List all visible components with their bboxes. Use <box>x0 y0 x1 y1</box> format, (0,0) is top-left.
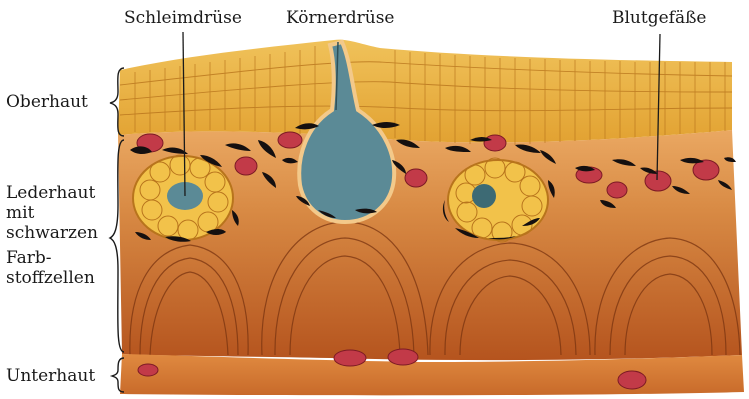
schleimdruese-gland-right <box>448 158 548 242</box>
label-schleimdruese: Schleimdrüse <box>124 8 242 28</box>
schleimdruese-gland-left <box>133 155 233 240</box>
label-unterhaut: Unterhaut <box>6 366 95 386</box>
label-lederhaut-line2: mit <box>6 203 34 223</box>
label-lederhaut-line3: schwarzen <box>6 223 98 243</box>
label-lederhaut-line1: Lederhaut <box>6 183 95 203</box>
label-koernerdruese: Körnerdrüse <box>286 8 394 28</box>
label-blutgefaesse: Blutgefäße <box>612 8 707 28</box>
label-oberhaut: Oberhaut <box>6 92 88 112</box>
label-lederhaut-line5: stoffzellen <box>6 268 95 288</box>
label-lederhaut-line4: Farb- <box>6 248 52 268</box>
hypodermis-layer <box>120 354 744 395</box>
